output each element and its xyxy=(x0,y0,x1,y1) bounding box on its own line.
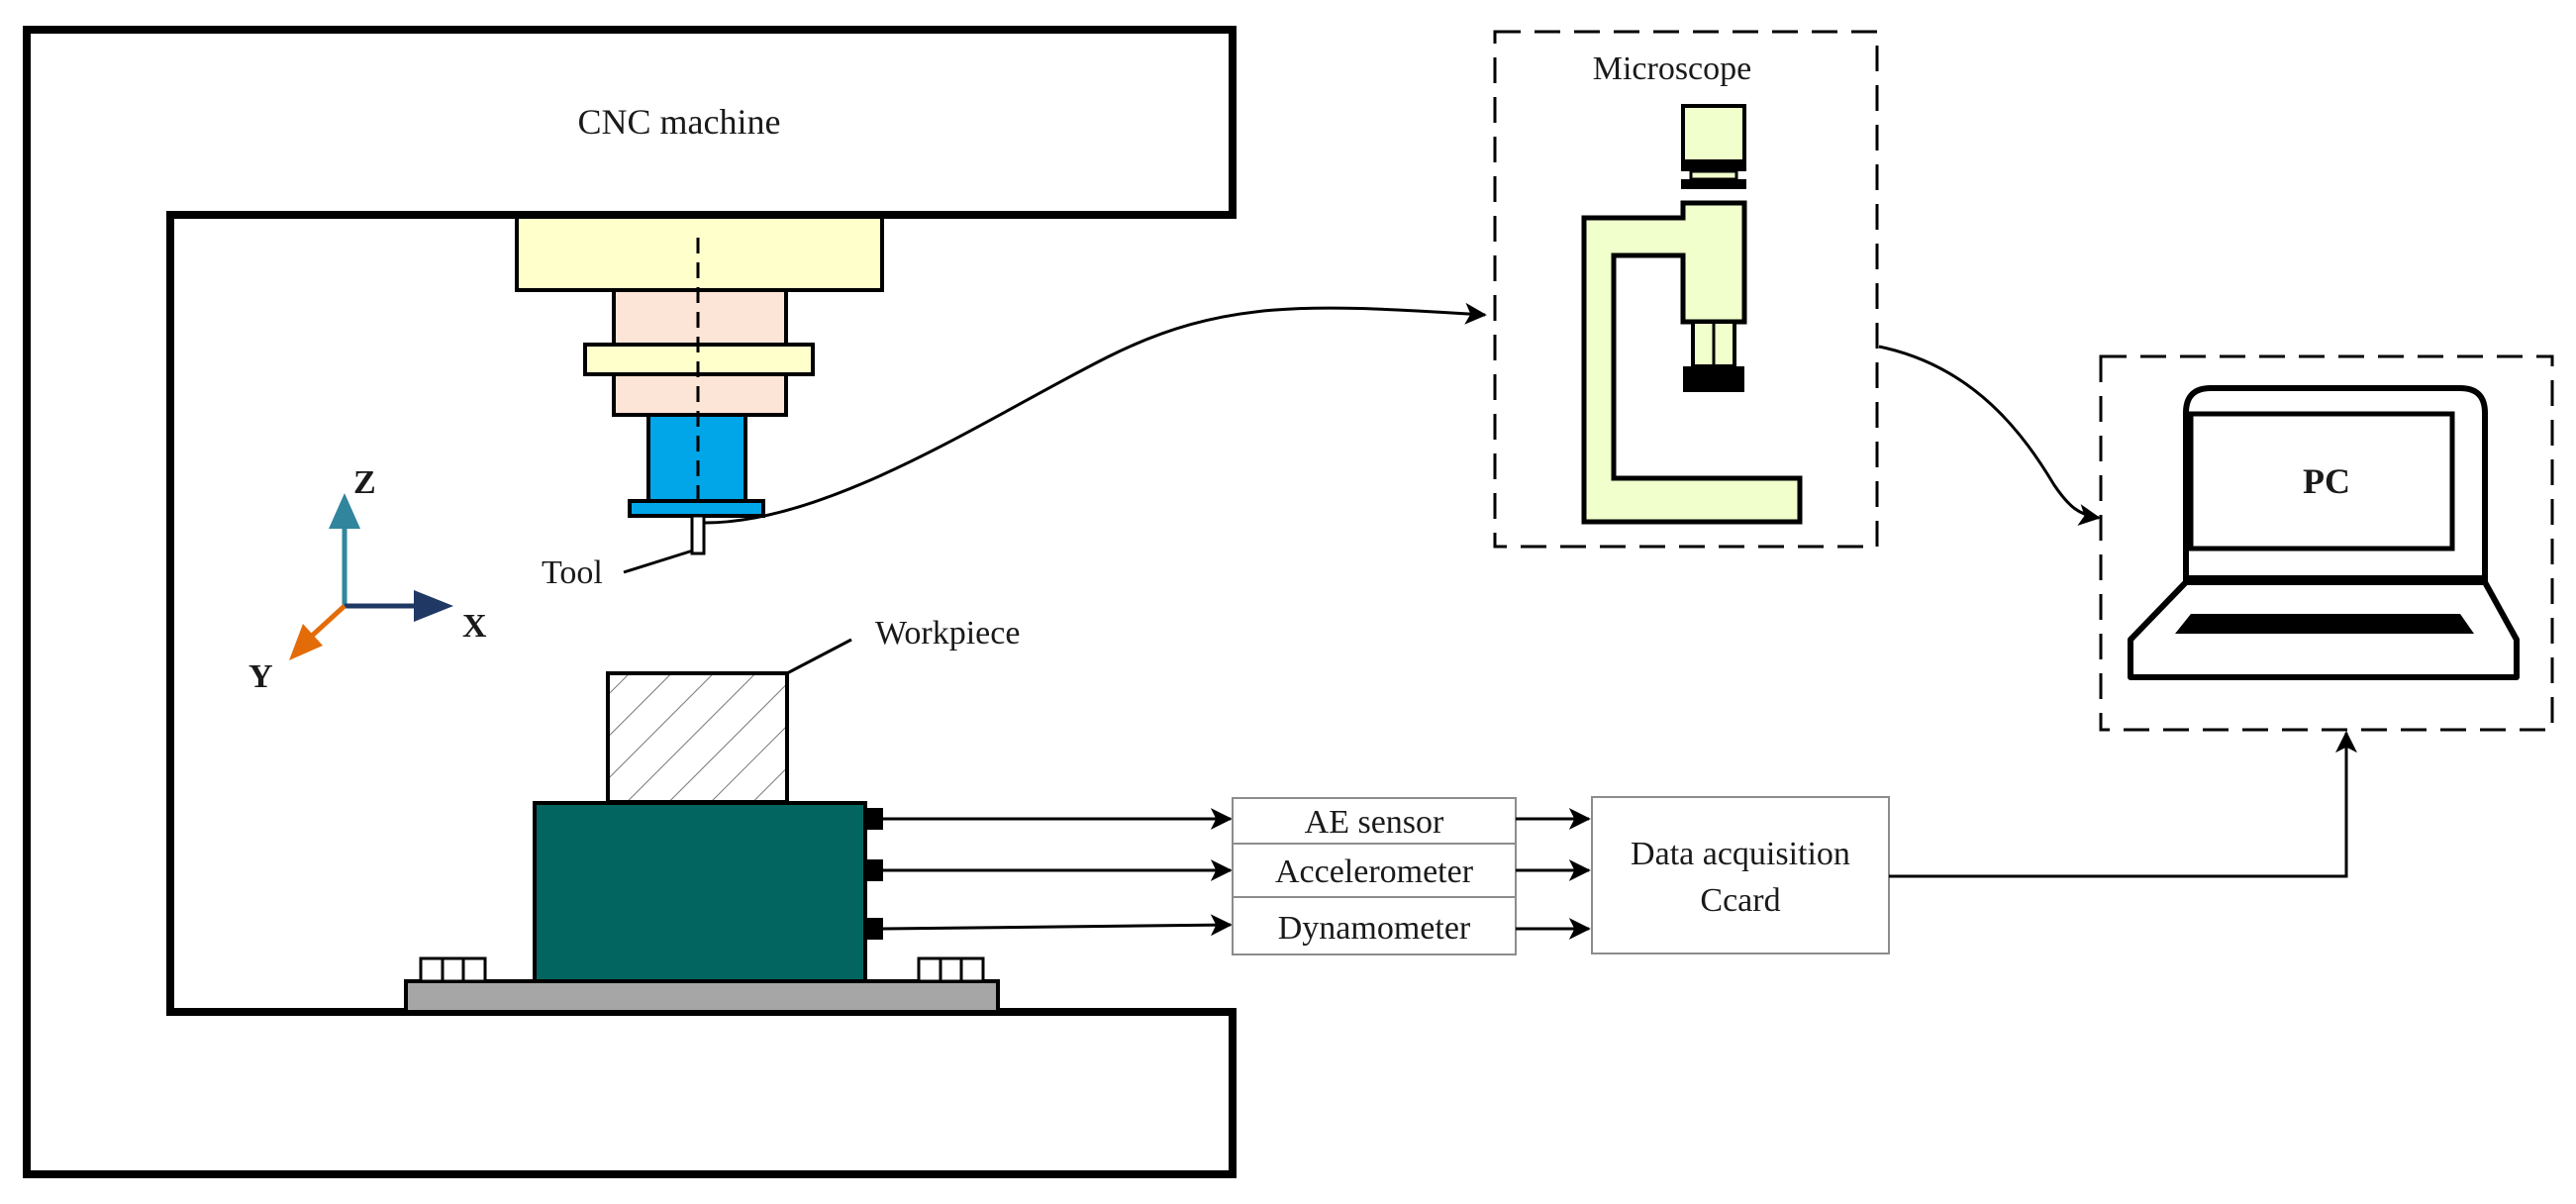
daq-to-pc-connector xyxy=(1889,731,2357,878)
axis-x-label: X xyxy=(462,608,487,645)
cutting-tool xyxy=(690,514,706,555)
pc-box xyxy=(2099,354,2554,732)
cnc-machine-frame xyxy=(23,26,1237,1178)
base-plate xyxy=(404,979,1000,1014)
keyboard xyxy=(2175,614,2474,634)
pc-label: PC xyxy=(2303,461,2350,501)
z-axis-arrowhead xyxy=(329,493,360,529)
daq-label-line1: Data acquisition xyxy=(1631,836,1850,872)
daq-card-box xyxy=(1591,796,1890,954)
dynamometer-label: Dynamometer xyxy=(1278,910,1471,947)
daq-label-line2: Ccard xyxy=(1700,882,1780,919)
spindle-assembly xyxy=(515,215,884,555)
ae-sensor-box xyxy=(1232,797,1517,845)
connector-2 xyxy=(865,859,883,881)
left-clamp xyxy=(419,956,487,983)
tool-leader-line xyxy=(623,549,694,574)
dynamometer-box xyxy=(533,801,867,983)
cnc-machine-label: CNC machine xyxy=(578,102,781,142)
axis-z-label: Z xyxy=(353,464,376,501)
connector-3 xyxy=(865,918,883,940)
accelerometer-label: Accelerometer xyxy=(1275,853,1474,890)
right-clamp xyxy=(917,956,985,983)
ae-sensor-label: AE sensor xyxy=(1305,804,1444,841)
laptop-icon xyxy=(2128,385,2520,680)
axis-triad-icon xyxy=(289,493,453,660)
tool-holder-collar xyxy=(628,499,765,518)
workpiece-leader-line xyxy=(786,638,852,675)
tool-label: Tool xyxy=(542,554,603,591)
spindle-body-lower xyxy=(612,372,788,417)
y-axis-arrowhead xyxy=(289,624,323,660)
microscope-icon xyxy=(1581,104,1803,525)
connector-1 xyxy=(865,808,883,830)
spindle-body-upper xyxy=(612,288,788,347)
workpiece-label: Workpiece xyxy=(875,615,1020,652)
dynamometer-sensor-box xyxy=(1232,896,1517,955)
workpiece xyxy=(606,671,789,804)
microscope-to-pc-curve xyxy=(1878,345,2101,526)
microscope-label: Microscope xyxy=(1593,50,1752,87)
x-axis-arrowhead xyxy=(414,590,453,622)
microscope-box xyxy=(1493,30,1879,549)
signal-arrow-dynamometer xyxy=(882,914,1233,937)
axis-y-label: Y xyxy=(248,658,273,695)
tool-to-microscope-curve xyxy=(704,302,1487,525)
